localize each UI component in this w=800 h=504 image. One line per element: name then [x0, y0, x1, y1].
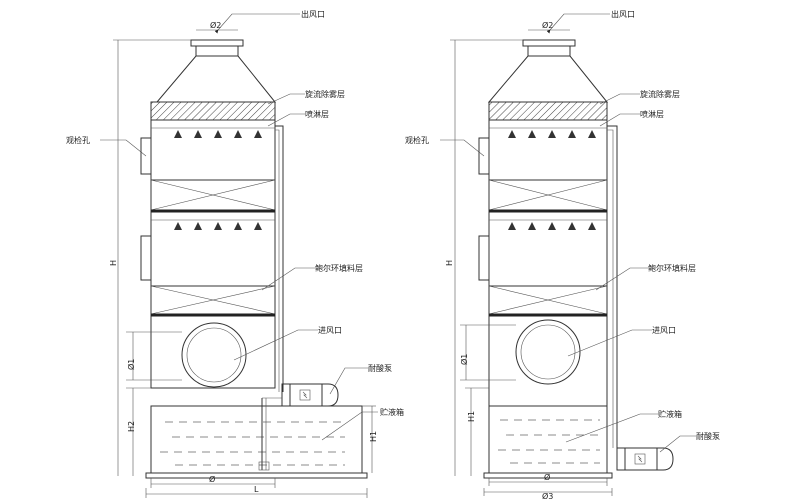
right-label-inlet: 进风口: [652, 326, 676, 335]
right-label-pump: 耐酸泵: [696, 431, 720, 441]
left-inlet-inner: [186, 327, 242, 383]
left-label-packing: 鲍尔环填料层: [315, 263, 363, 273]
left-label-inspection: 观检孔: [66, 135, 90, 145]
left-tower: 出风口 旋流除雾层 喷淋层 观检孔 鲍尔环填料层 进风口 耐酸泵 贮液箱 Ø2 …: [66, 9, 404, 498]
right-cone: [487, 55, 609, 103]
left-tank: [150, 405, 363, 474]
right-inspection-port-upper: [478, 137, 490, 175]
right-dimensions: [450, 29, 613, 496]
right-outlet-neck: [527, 45, 571, 57]
right-label-demister: 旋流除雾层: [640, 89, 680, 99]
right-label-packing: 鲍尔环填料层: [648, 263, 696, 273]
left-spray-row-upper: [151, 127, 275, 138]
right-tank: [488, 405, 608, 474]
right-spray-row-upper: [489, 127, 607, 138]
left-dim-d: Ø: [209, 474, 215, 484]
right-tower: 出风口 旋流除雾层 喷淋层 观检孔 鲍尔环填料层 进风口 贮液箱 耐酸泵 Ø2 …: [405, 9, 720, 501]
left-label-inlet: 进风口: [318, 326, 342, 335]
left-packing-layer-upper: [150, 179, 276, 213]
left-inspection-port-lower: [140, 235, 152, 281]
right-dim-h1: H1: [467, 411, 476, 422]
left-inlet-outer: [181, 322, 247, 388]
left-dim-d1: Ø1: [126, 359, 136, 370]
right-label-outlet: 出风口: [611, 9, 635, 19]
left-label-spray: 喷淋层: [305, 109, 329, 119]
right-label-tank: 贮液箱: [658, 409, 682, 419]
right-tank-base: [483, 472, 613, 479]
left-tower-body: [150, 119, 276, 389]
right-dim-d2: Ø2: [542, 20, 553, 30]
right-pump: [616, 447, 674, 471]
left-callouts: [100, 13, 378, 441]
left-outlet-neck: [195, 45, 239, 57]
left-label-outlet: 出风口: [301, 9, 325, 19]
right-dim-d: Ø: [544, 472, 550, 482]
left-dimensions: [113, 29, 376, 498]
right-spray-row-lower: [489, 219, 607, 230]
right-circulation-pipe: [607, 125, 618, 448]
right-dim-h: H: [445, 260, 454, 266]
left-dim-d2: Ø2: [210, 20, 221, 30]
right-outlet-flange: [522, 39, 576, 47]
left-cone: [155, 55, 277, 103]
right-callouts: [440, 13, 696, 453]
left-dim-h: H: [109, 260, 118, 266]
left-spray-row-lower: [151, 219, 275, 230]
right-packing-layer-upper: [488, 179, 608, 213]
left-demister-layer: [150, 101, 276, 121]
left-label-demister: 旋流除雾层: [305, 89, 345, 99]
left-dim-h1: H1: [369, 431, 378, 442]
right-label-spray: 喷淋层: [640, 109, 664, 119]
right-tower-body: [488, 119, 608, 407]
left-inspection-port-upper: [140, 137, 152, 175]
left-label-pump: 耐酸泵: [368, 363, 392, 373]
left-outlet-flange: [190, 39, 244, 47]
right-inlet-outer: [515, 319, 581, 385]
left-dim-h2: H2: [127, 421, 136, 432]
left-circulation-pipe: [275, 125, 284, 392]
left-tank-base: [145, 472, 368, 479]
left-dim-l: L: [254, 485, 259, 494]
right-dim-d3: Ø3: [542, 491, 553, 500]
right-demister-layer: [488, 101, 608, 121]
right-label-inspection: 观检孔: [405, 135, 429, 145]
left-pump: [258, 383, 339, 471]
right-inspection-port-lower: [478, 235, 490, 281]
right-inlet-inner: [520, 324, 576, 380]
right-tank-water: [498, 419, 600, 464]
right-dim-d1: Ø1: [459, 354, 469, 365]
right-packing-layer-lower: [488, 285, 608, 317]
left-label-tank: 贮液箱: [380, 407, 404, 417]
left-tank-water: [160, 421, 345, 466]
left-packing-layer-lower: [150, 285, 276, 317]
